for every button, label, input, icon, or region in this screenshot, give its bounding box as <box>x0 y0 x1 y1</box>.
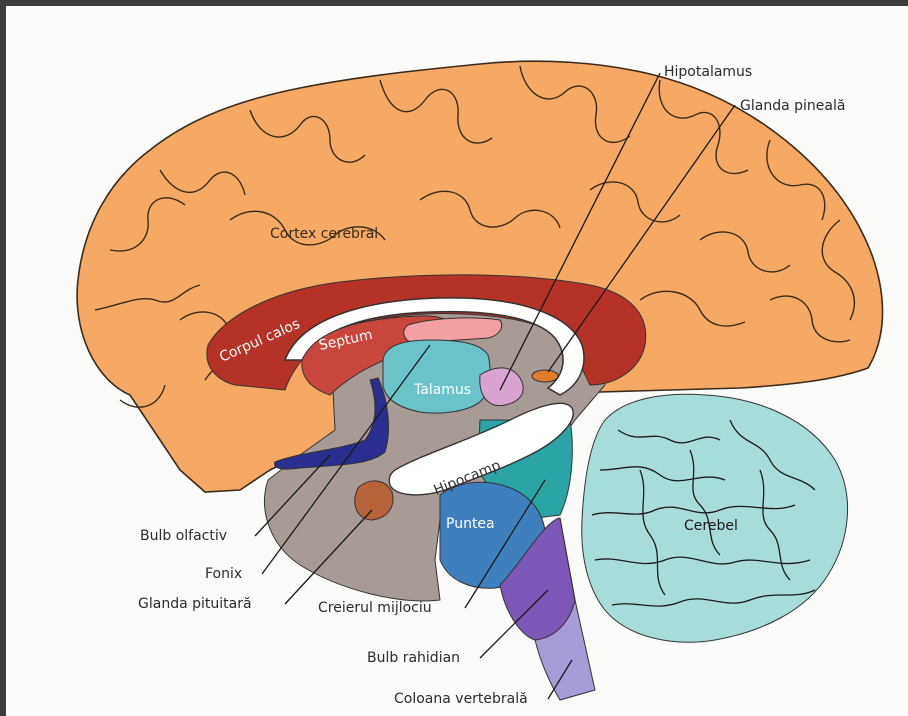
olfactory-bulb-label: Bulb olfactiv <box>140 528 227 544</box>
cortex-label: Cortex cerebral <box>270 226 378 242</box>
midbrain-label: Creierul mijlociu <box>318 600 432 616</box>
cerebellum-label: Cerebel <box>684 518 738 534</box>
spinal-cord-label: Coloana vertebrală <box>394 691 528 707</box>
thalamus-label: Talamus <box>413 382 471 398</box>
medulla-label: Bulb rahidian <box>367 650 460 666</box>
hypothalamus-label: Hipotalamus <box>664 64 752 80</box>
pituitary-gland-label: Glanda pituitară <box>138 596 252 612</box>
pineal-gland-region <box>532 370 558 382</box>
pons-label: Puntea <box>446 516 495 532</box>
brain-diagram: Cortex cerebral Corpul calos Septum Tala… <box>6 6 908 716</box>
fornix-label: Fonix <box>205 566 242 582</box>
brain-diagram-canvas: Cortex cerebral Corpul calos Septum Tala… <box>6 6 908 716</box>
thalamus-region <box>383 340 490 413</box>
pineal-gland-label: Glanda pineală <box>740 98 845 114</box>
